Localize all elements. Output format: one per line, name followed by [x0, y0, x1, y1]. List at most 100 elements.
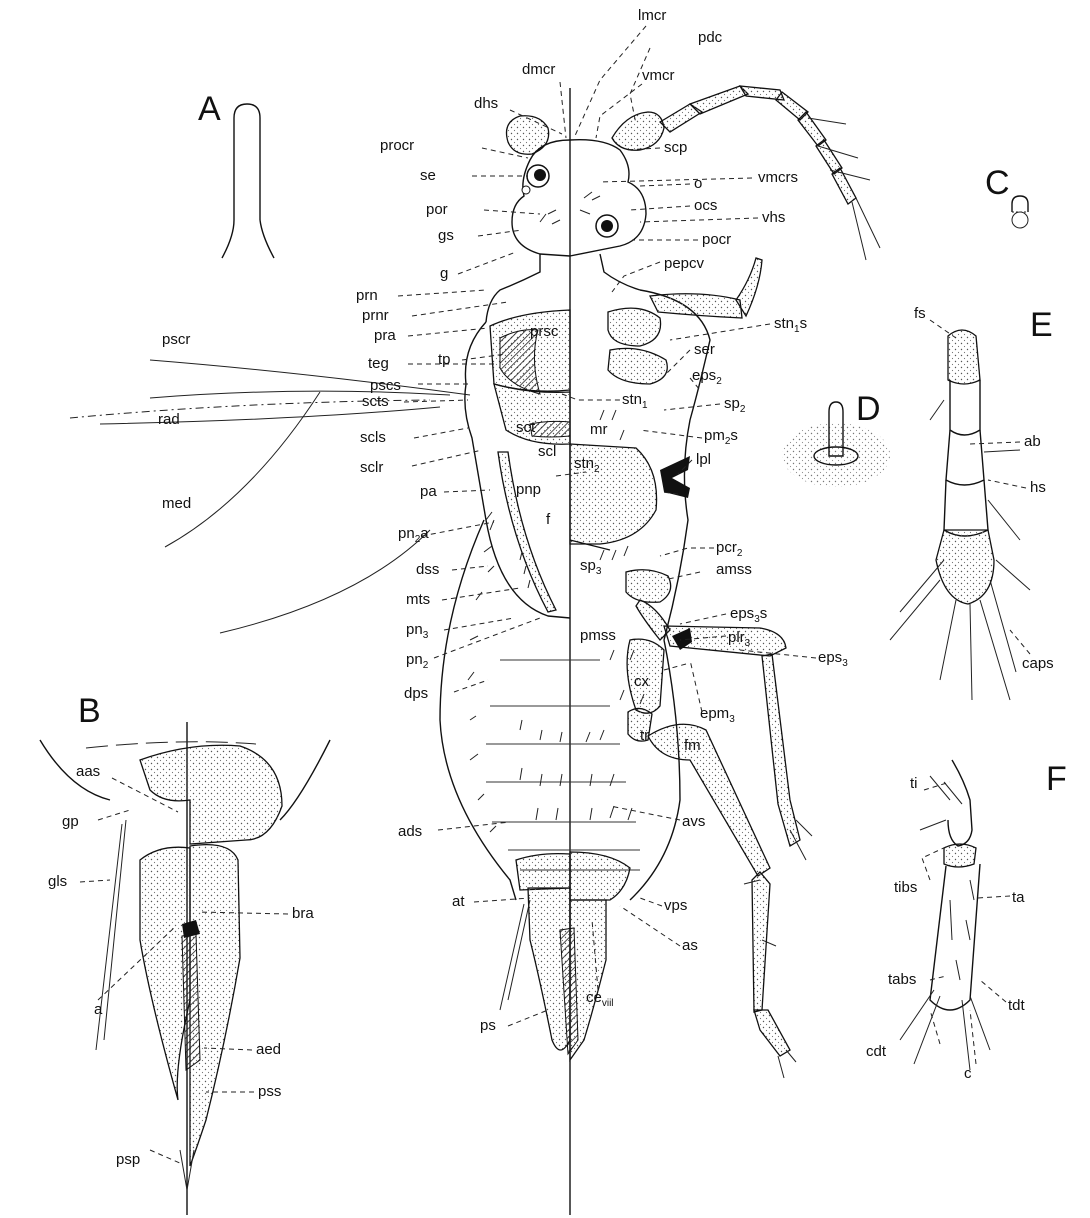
label-sct: sct — [516, 419, 536, 436]
label-gp: gp — [62, 813, 79, 830]
label-pnp: pnp — [516, 481, 541, 498]
label-vps: vps — [664, 897, 687, 914]
label-prn: prn — [356, 287, 378, 304]
panel-b-genitalia — [40, 722, 330, 1215]
label-pepcv: pepcv — [664, 255, 705, 272]
label-ocs: ocs — [694, 197, 717, 214]
label-ads: ads — [398, 823, 422, 840]
label-sp2: sp2 — [724, 395, 746, 415]
label-teg: teg — [368, 355, 389, 372]
label-pra: pra — [374, 327, 396, 344]
label-tdt: tdt — [1008, 997, 1026, 1014]
label-bra: bra — [292, 905, 314, 922]
label-dps: dps — [404, 685, 428, 702]
label-avs: avs — [682, 813, 705, 830]
label-gls: gls — [48, 873, 67, 890]
label-as: as — [682, 937, 698, 954]
label-scls: scls — [360, 429, 386, 446]
label-pn2a: pn2a — [398, 525, 429, 545]
label-lmcr: lmcr — [638, 7, 666, 24]
label-prnr: prnr — [362, 307, 389, 324]
label-tabs: tabs — [888, 971, 916, 988]
label-aed: aed — [256, 1041, 281, 1058]
label-g: g — [440, 265, 448, 282]
label-ps: ps — [480, 1017, 496, 1034]
label-at: at — [452, 893, 465, 910]
label-pa: pa — [420, 483, 437, 500]
label-pcr2: pcr2 — [716, 539, 743, 559]
label-pm2s: pm2s — [704, 427, 738, 447]
label-ta: ta — [1012, 889, 1025, 906]
label-tr: tr — [640, 727, 649, 744]
label-sclr: sclr — [360, 459, 383, 476]
panel-a-seta-drawing — [222, 104, 274, 258]
label-rad: rad — [158, 411, 180, 428]
antenna — [612, 86, 880, 260]
label-prsc: prsc — [530, 323, 559, 340]
label-stn1s: stn1s — [774, 315, 807, 335]
label-pdc: pdc — [698, 29, 723, 46]
label-lpl: lpl — [696, 451, 711, 468]
panel-label-a: A — [198, 90, 221, 128]
label-vmcrs: vmcrs — [758, 169, 798, 186]
left-antenna-base — [507, 116, 549, 155]
label-cx: cx — [634, 673, 650, 690]
panel-e-antenna-tip — [890, 330, 1030, 700]
label-mts: mts — [406, 591, 430, 608]
label-eps3s: eps3s — [730, 605, 767, 625]
label-caps: caps — [1022, 655, 1054, 672]
label-ab: ab — [1024, 433, 1041, 450]
label-pocr: pocr — [702, 231, 731, 248]
label-epm3: epm3 — [700, 705, 735, 725]
label-o: o — [694, 175, 702, 192]
label-gs: gs — [438, 227, 454, 244]
label-pscr: pscr — [162, 331, 190, 348]
panel-label-e: E — [1030, 306, 1053, 344]
label-amss: amss — [716, 561, 752, 578]
panel-label-b: B — [78, 692, 101, 730]
label-stn1: stn1 — [622, 391, 648, 411]
label-eps2: eps2 — [692, 367, 722, 387]
label-f: f — [546, 511, 551, 528]
label-tp: tp — [438, 351, 451, 368]
label-med: med — [162, 495, 191, 512]
label-fs: fs — [914, 305, 926, 322]
label-a: a — [94, 1001, 103, 1018]
label-psp: psp — [116, 1151, 140, 1168]
head — [512, 140, 646, 256]
label-scts: scts — [362, 393, 389, 410]
label-eps3: eps3 — [818, 649, 848, 669]
label-se: se — [420, 167, 436, 184]
label-por: por — [426, 201, 448, 218]
panel-label-c: C — [985, 164, 1010, 202]
panel-label-f: F — [1046, 760, 1067, 798]
label-vmcr: vmcr — [642, 67, 675, 84]
body — [440, 254, 812, 1078]
label-tibs: tibs — [894, 879, 917, 896]
label-scl: scl — [538, 443, 556, 460]
label-aas: aas — [76, 763, 100, 780]
label-scp: scp — [664, 139, 687, 156]
label-sp3: sp3 — [580, 557, 602, 577]
label-pn3: pn3 — [406, 621, 429, 641]
label-vhs: vhs — [762, 209, 785, 226]
panel-c-pore-drawing — [1012, 196, 1028, 228]
label-dhs: dhs — [474, 95, 498, 112]
label-dmcr: dmcr — [522, 61, 555, 78]
label-ser: ser — [694, 341, 715, 358]
label-mr: mr — [590, 421, 608, 438]
label-procr: procr — [380, 137, 414, 154]
panel-label-d: D — [856, 390, 881, 428]
label-c: c — [964, 1065, 972, 1082]
label-pss: pss — [258, 1083, 281, 1100]
label-fm: fm — [684, 737, 701, 754]
label-pscs: pscs — [370, 377, 401, 394]
label-pmss: pmss — [580, 627, 616, 644]
label-pn2: pn2 — [406, 651, 429, 671]
panel-f-tarsus — [900, 760, 990, 1070]
label-dss: dss — [416, 561, 439, 578]
label-cdt: cdt — [866, 1043, 887, 1060]
label-ti: ti — [910, 775, 918, 792]
